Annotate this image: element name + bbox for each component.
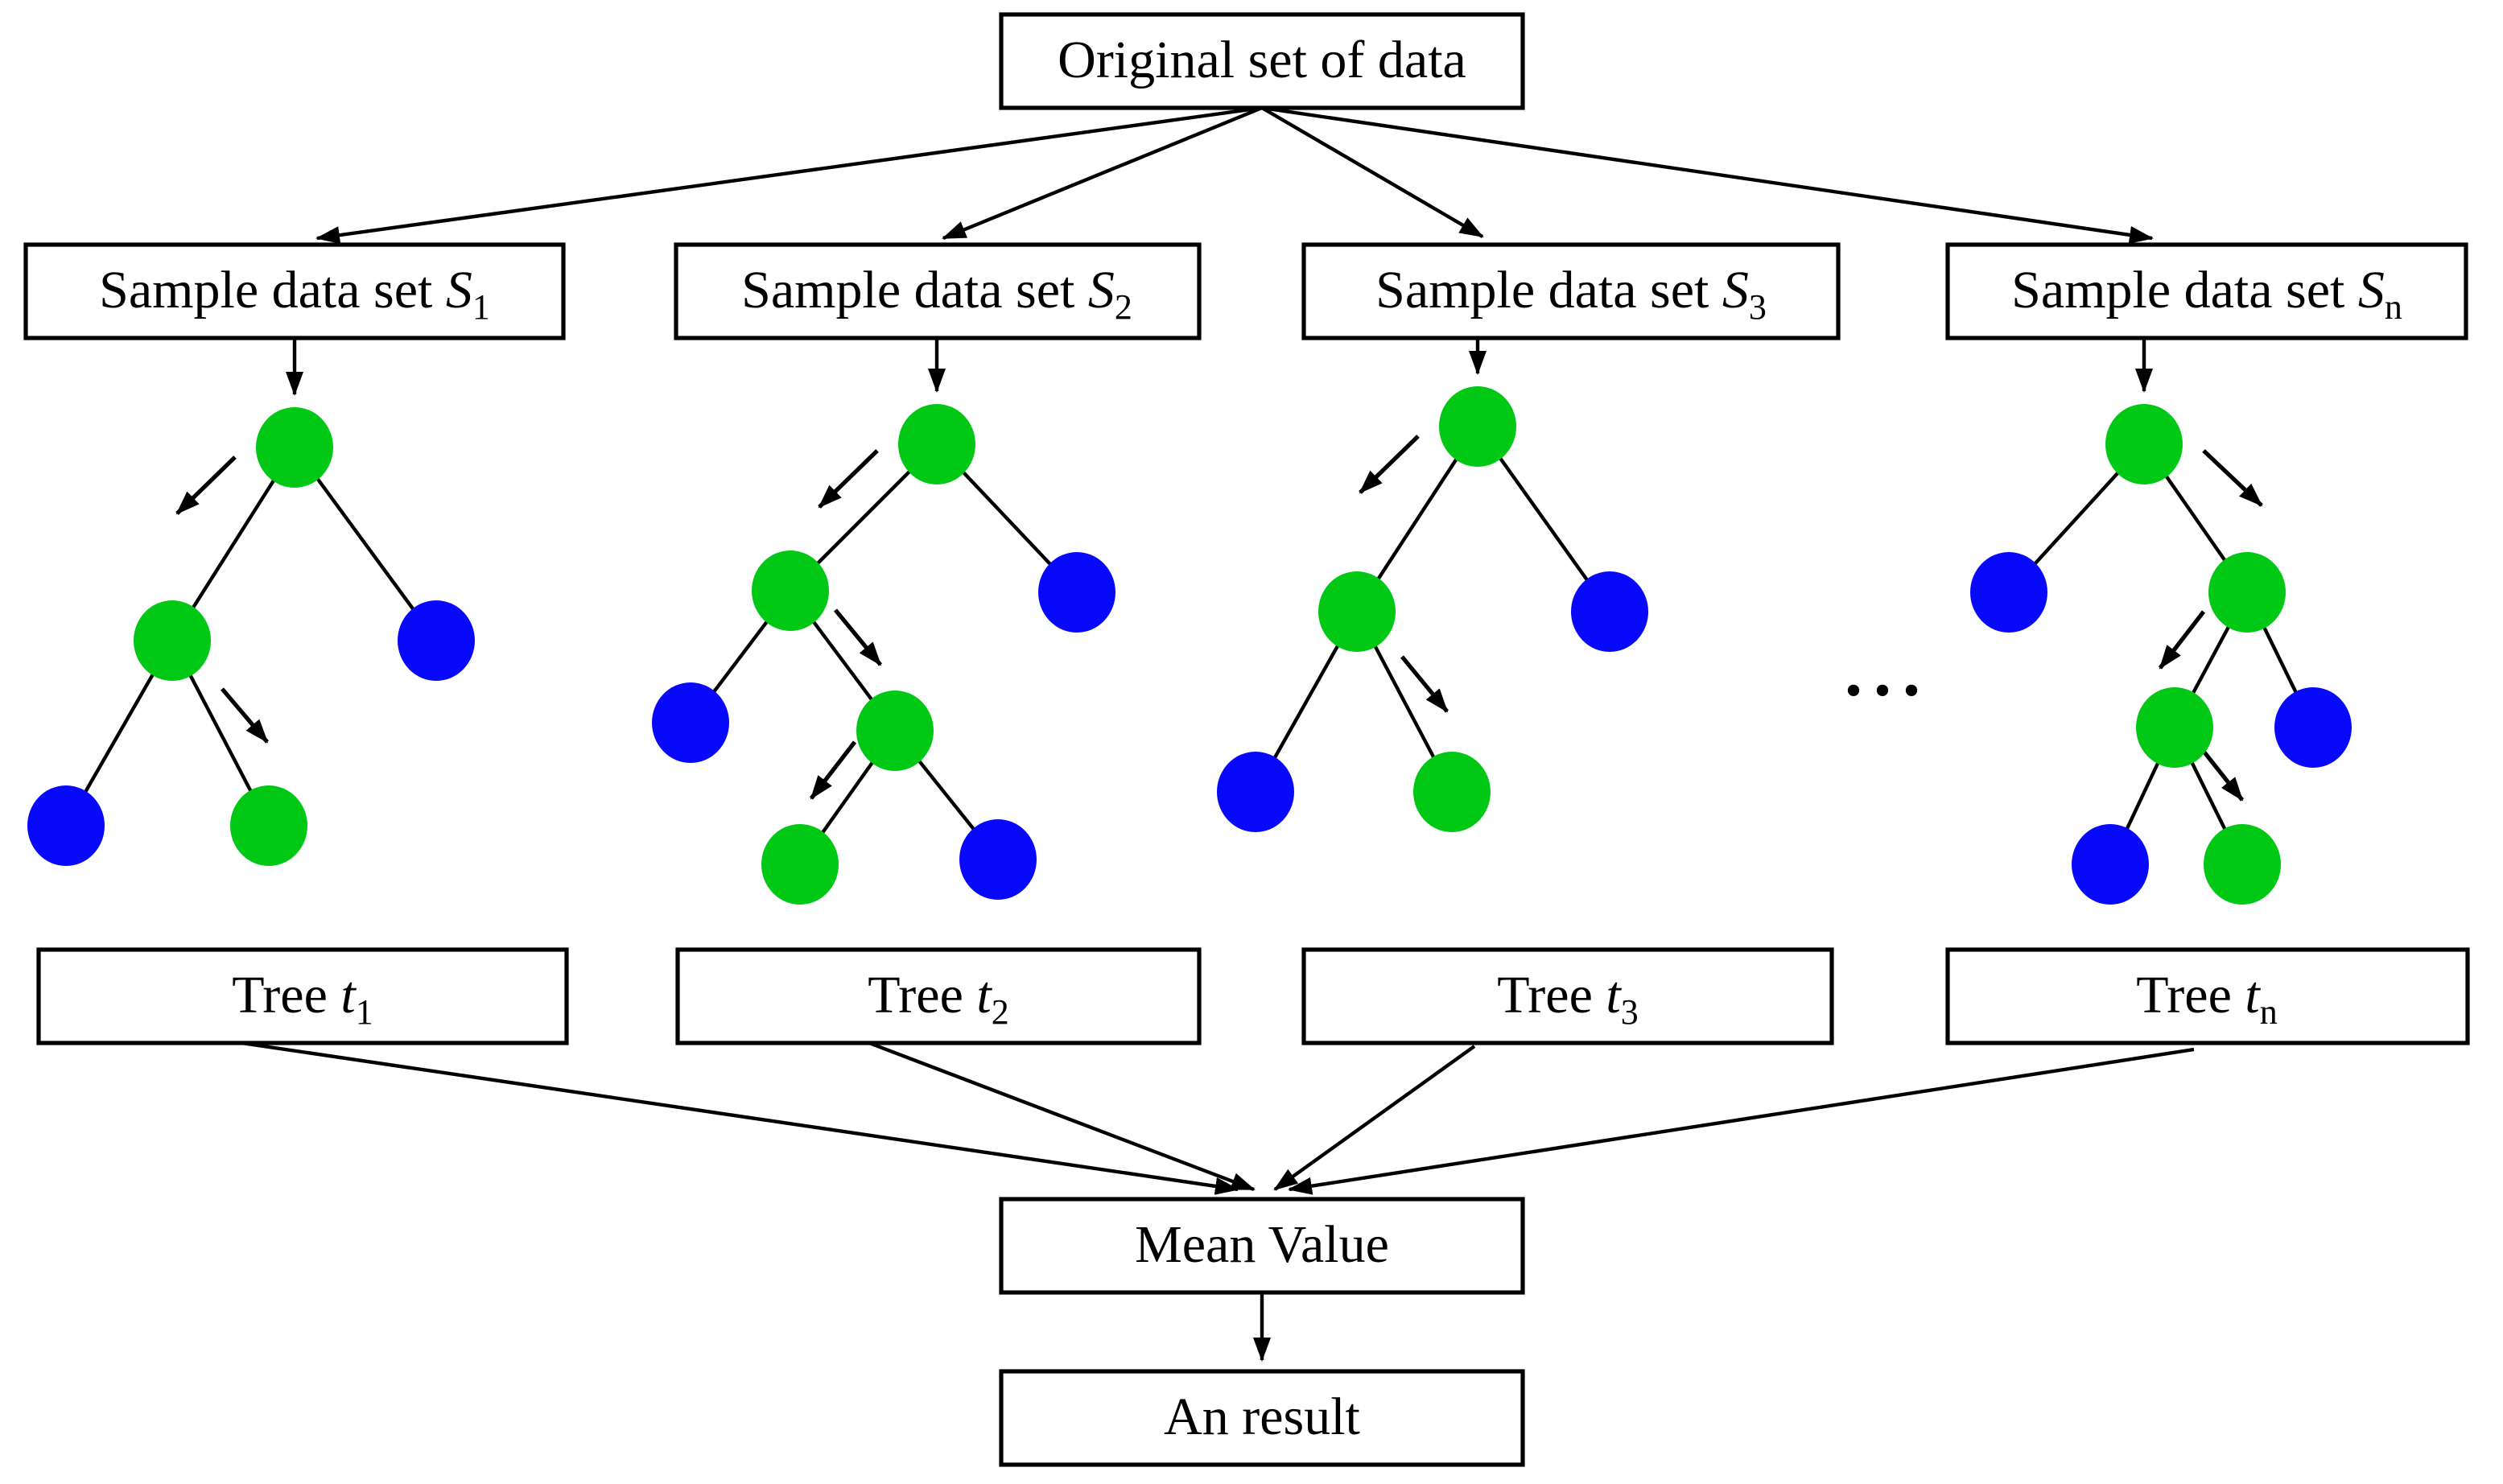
tree1-leftright-split-node <box>230 785 307 866</box>
arrow-original-to-sample-n <box>1261 105 2154 244</box>
sample-box-1: Sample data set S1 <box>23 242 566 340</box>
tree1-split-arrow-right <box>221 687 269 744</box>
tree2-split-arrow-1 <box>818 449 879 509</box>
tree-box-3-rect <box>1301 947 1834 1045</box>
tree2-mid-split-node <box>856 690 934 771</box>
tree3-leftleft-leaf-node <box>1217 752 1294 832</box>
tree2-bottomright-leaf-node <box>959 819 1037 900</box>
mean-value-box-rect <box>999 1197 1525 1295</box>
tree3-leftright-split-node <box>1413 752 1491 832</box>
result-box-label: An result <box>1164 1387 1360 1446</box>
tree1-root-node <box>256 407 333 488</box>
sample-box-2-label: Sample data set S2 <box>741 261 1132 327</box>
mean-value-box: Mean Value <box>999 1197 1525 1295</box>
tree2-root-node <box>898 404 975 484</box>
treen-rightright-leaf-node <box>2274 687 2352 768</box>
treen-mid-split-node <box>2136 687 2213 768</box>
treen-right-split-node <box>2208 552 2286 633</box>
tree-n <box>1970 404 2352 905</box>
arrow-original-to-sample-3 <box>1260 106 1484 238</box>
mean-value-box-label: Mean Value <box>1135 1215 1389 1274</box>
treen-split-arrow-1 <box>2202 449 2263 507</box>
tree-1 <box>27 407 475 866</box>
arrow-tree1-to-mean <box>241 1041 1239 1195</box>
tree-box-2-label: Tree t2 <box>868 966 1008 1032</box>
treen-left-leaf-node <box>1970 552 2047 633</box>
result-box-rect <box>999 1369 1525 1467</box>
continuation-ellipsis: ... <box>1845 633 1932 711</box>
sample-box-3-rect <box>1301 242 1841 340</box>
tree2-split-arrow-3 <box>809 740 857 800</box>
tree1-right-leaf-node <box>398 600 475 681</box>
sample-box-n-rect <box>1945 242 2468 340</box>
tree-box-1-rect <box>36 947 569 1045</box>
fan-arrows <box>315 105 2154 245</box>
tree2-bottomleft-split-node <box>761 824 839 905</box>
sample-box-2: Sample data set S2 <box>674 242 1202 340</box>
tree-box-2-rect <box>675 947 1202 1045</box>
original-data-box-rect <box>999 12 1525 110</box>
tree1-leftleft-leaf-node <box>27 785 105 866</box>
tree-box-1: Tree t1 <box>36 947 569 1045</box>
tree-box-n-rect <box>1945 947 2470 1045</box>
tree-3 <box>1217 386 1648 832</box>
tree3-right-leaf-node <box>1571 571 1648 652</box>
tree3-root-node <box>1439 386 1516 467</box>
treen-bottomright-split-node <box>2204 824 2281 905</box>
treen-split-arrow-3 <box>2196 744 2245 802</box>
tree-box-n-label: Tree tn <box>2136 966 2277 1032</box>
tree1-split-arrow-left <box>175 456 237 515</box>
original-data-box-label: Original set of data <box>1058 31 1466 89</box>
tree-2 <box>652 404 1115 905</box>
tree2-left-split-node <box>752 550 829 631</box>
tree-box-3-label: Tree t3 <box>1497 966 1638 1032</box>
tree3-split-arrow-left <box>1359 435 1420 494</box>
sample-box-2-rect <box>674 242 1202 340</box>
tree-box-2: Tree t2 <box>675 947 1202 1045</box>
result-box: An result <box>999 1369 1525 1467</box>
sample-to-root-arrows <box>286 338 2153 396</box>
arrow-tree2-to-mean <box>868 1041 1256 1192</box>
arrow-treen-to-mean <box>1288 1047 2195 1195</box>
sample-box-n-label: Sample data set Sn <box>2011 261 2402 327</box>
sample-box-3: Sample data set S3 <box>1301 242 1841 340</box>
tree2-right-leaf-node <box>1038 552 1115 633</box>
tree3-split-arrow-right <box>1400 655 1449 713</box>
tree-box-1-label: Tree t1 <box>232 966 373 1032</box>
sample-box-1-label: Sample data set S1 <box>99 261 490 327</box>
original-data-box: Original set of data <box>999 12 1525 110</box>
convergence-arrows <box>241 1041 2195 1195</box>
tree1-left-split-node <box>134 600 211 681</box>
tree1-edge-root-right <box>293 446 438 642</box>
sample-box-n: Sample data set Sn <box>1945 242 2468 340</box>
tree-box-n: Tree tn <box>1945 947 2470 1045</box>
treen-split-arrow-2 <box>2158 610 2206 670</box>
sample-box-1-rect <box>23 242 566 340</box>
treen-root-node <box>2105 404 2183 484</box>
tree3-left-split-node <box>1318 571 1396 652</box>
arrow-original-to-sample-1 <box>315 105 1263 245</box>
tree2-split-arrow-2 <box>833 608 883 666</box>
treen-bottomleft-leaf-node <box>2072 824 2149 905</box>
tree-box-3: Tree t3 <box>1301 947 1834 1045</box>
tree2-leftleft-leaf-node <box>652 682 729 763</box>
arrow-original-to-sample-2 <box>942 105 1263 241</box>
arrow-tree3-to-mean <box>1273 1045 1476 1191</box>
sample-box-3-label: Sample data set S3 <box>1375 261 1767 327</box>
